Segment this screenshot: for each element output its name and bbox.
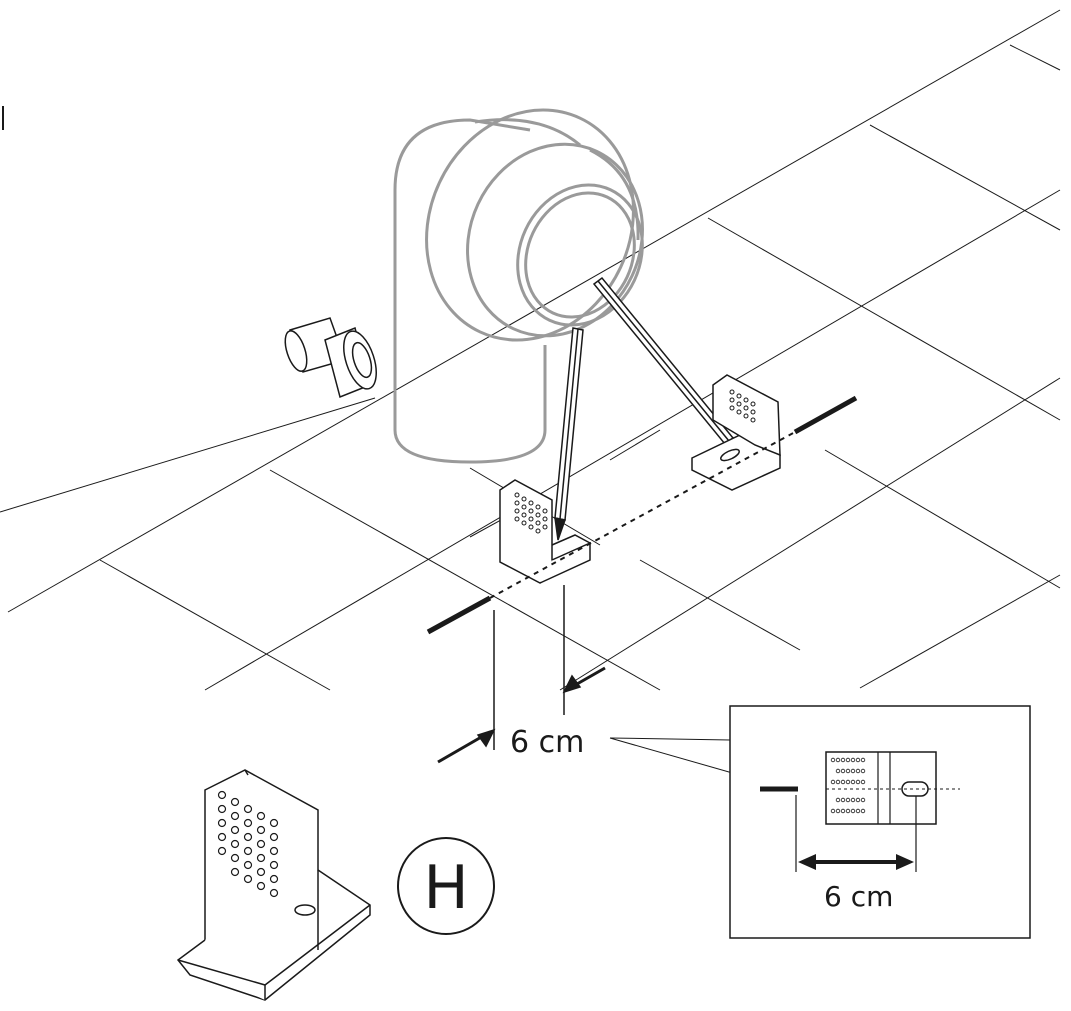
detail-inset: [729, 705, 1031, 939]
spacer-block-icon: [691, 374, 781, 491]
pencil-icon: [592, 276, 740, 458]
pipe-elbow-icon: [393, 108, 644, 464]
hose-fitting-icon: [284, 317, 377, 399]
spacer-block-icon: [499, 479, 591, 584]
spacer-block-icon: [176, 769, 371, 1001]
pencil-icon: [554, 327, 584, 541]
dimension-main: [437, 585, 606, 764]
part-letter-label: H: [423, 853, 468, 923]
distance-label-inset: 6 cm: [824, 880, 893, 913]
distance-label-main: 6 cm: [510, 725, 584, 760]
part-letter-badge: [397, 837, 495, 935]
callout-lines: [609, 737, 751, 779]
marking-line: [426, 395, 858, 635]
